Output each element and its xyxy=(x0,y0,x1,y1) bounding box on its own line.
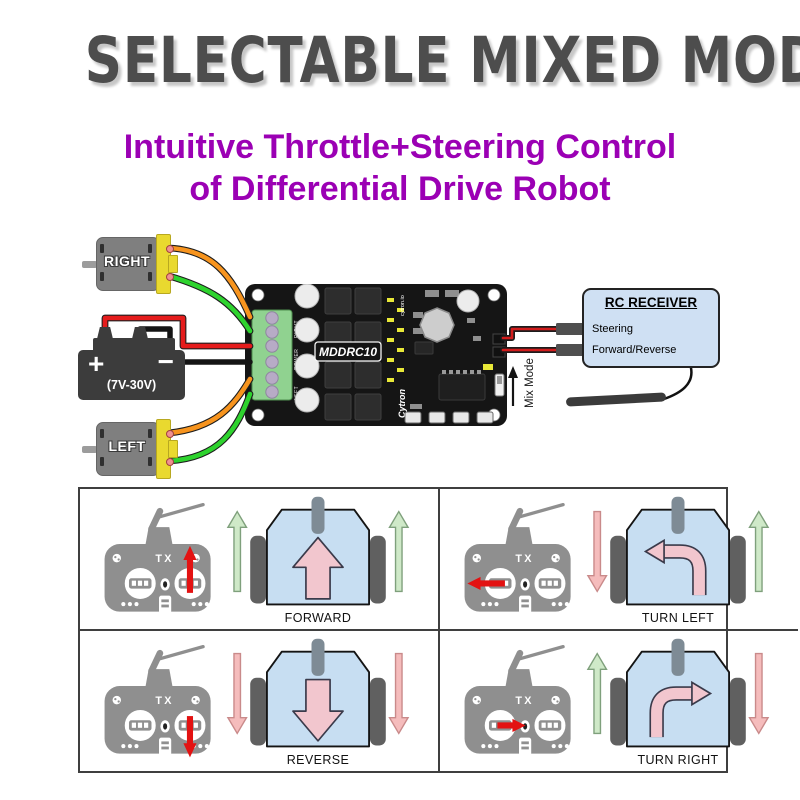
right-wheel-arrow-down-icon xyxy=(748,652,769,735)
motion-arrow-turn-left-icon xyxy=(643,538,707,596)
motor-terminal xyxy=(166,430,174,438)
inductor xyxy=(419,307,455,343)
subtitle-line-1: Intuitive Throttle+Steering Control xyxy=(123,128,677,166)
left-motor-label: LEFT xyxy=(108,438,146,454)
battery-icon: + − (7V-30V) xyxy=(78,326,186,402)
mix-mode-label: Mix Mode xyxy=(524,358,536,408)
mode-grid: TX FORWARD TX xyxy=(78,487,798,773)
mode-cell-reverse: TX REVERSE xyxy=(80,631,440,771)
motion-arrow-turn-right-icon xyxy=(649,680,713,738)
battery-minus-sign: − xyxy=(157,346,174,377)
mode-label-turn-right: TURN RIGHT xyxy=(637,753,719,767)
left-wheel-arrow-down-icon xyxy=(227,652,248,735)
receiver-connector-1 xyxy=(556,323,584,335)
dc-motor-left: LEFT xyxy=(82,419,178,479)
push-buttons xyxy=(404,411,494,424)
motor-terminal xyxy=(166,245,174,253)
board-brand: Cytron xyxy=(397,388,407,418)
rc-receiver: RC RECEIVER Steering Forward/Reverse xyxy=(582,288,720,368)
robot-icon xyxy=(587,637,769,748)
capacitor xyxy=(294,284,320,309)
transmitter-icon: TX xyxy=(458,641,580,763)
wire-left-motor-b-green xyxy=(166,391,253,464)
stick-arrow-down-icon xyxy=(183,716,197,758)
right-motor-label: RIGHT xyxy=(103,253,151,269)
subtitle-line-2: of Differential Drive Robot xyxy=(189,170,611,208)
battery-negative-terminal xyxy=(132,327,148,339)
page-subtitle: Intuitive Throttle+Steering Control of D… xyxy=(0,126,800,210)
left-wheel-arrow-up-icon xyxy=(587,652,608,735)
left-wheel-arrow-up-icon xyxy=(227,510,248,593)
right-wheel-arrow-up-icon xyxy=(748,510,769,593)
transmitter-icon: TX xyxy=(98,499,220,621)
receiver-connector-2 xyxy=(556,344,584,356)
stick-arrow-right-icon xyxy=(497,718,526,733)
battery-plus-sign: + xyxy=(88,348,105,379)
robot-icon xyxy=(587,495,769,606)
left-wheel-arrow-down-icon xyxy=(587,510,608,593)
motor-shaft xyxy=(82,446,97,453)
header: SELECTABLE MIXED MODE xyxy=(0,24,800,97)
transmitter-icon: TX xyxy=(458,499,580,621)
dc-motor-right: RIGHT xyxy=(82,234,178,294)
motor-shaft xyxy=(82,261,97,268)
tx-label: TX xyxy=(155,553,173,565)
board-site: cytron.io xyxy=(400,295,406,316)
mode-cell-forward: TX FORWARD xyxy=(80,489,440,631)
antenna-icon xyxy=(566,392,666,407)
right-wheel-arrow-up-icon xyxy=(388,510,409,593)
motor-terminal xyxy=(166,458,174,466)
mode-cell-turn-right: TX TURN RIGHT xyxy=(440,631,798,771)
microcontroller xyxy=(438,373,486,401)
receiver-channel-throttle: Forward/Reverse xyxy=(592,344,677,356)
page-title: SELECTABLE MIXED MODE xyxy=(84,24,800,97)
receiver-title: RC RECEIVER xyxy=(604,295,698,310)
receiver-channel-steering: Steering xyxy=(592,323,633,335)
battery-voltage: (7V-30V) xyxy=(106,378,157,392)
robot-icon xyxy=(227,495,409,606)
robot-icon xyxy=(227,637,409,748)
mode-label-forward: FORWARD xyxy=(284,611,352,625)
motor-terminal xyxy=(166,273,174,281)
wire-right-motor-a-orange xyxy=(166,245,253,320)
stick-arrow-left-icon xyxy=(467,576,505,591)
stick-arrow-up-icon xyxy=(183,545,197,593)
tx-label: TX xyxy=(155,695,173,707)
wire-left-motor-a-orange xyxy=(166,376,253,436)
wiring-diagram: RIGHT POWER LEFT xyxy=(0,222,800,488)
capacitor-small xyxy=(456,289,480,313)
wire-steering-signal xyxy=(501,327,562,340)
tx-label: TX xyxy=(515,553,533,565)
led-array xyxy=(387,298,493,382)
tx-label: TX xyxy=(515,695,533,707)
terminal-block xyxy=(251,309,293,401)
right-wheel-arrow-down-icon xyxy=(388,652,409,735)
wires-layer: Mix Mode xyxy=(101,244,693,465)
wire-battery-positive-red xyxy=(102,315,253,349)
battery-positive-terminal xyxy=(97,327,113,339)
antenna-wire xyxy=(662,366,693,401)
mode-cell-turn-left: TX TURN LEFT xyxy=(440,489,798,631)
transmitter-icon: TX xyxy=(98,641,220,763)
board-name: MDDRC10 xyxy=(319,345,377,359)
wire-right-motor-b-green xyxy=(166,273,253,334)
smd-components xyxy=(410,290,481,409)
motor-driver-board: RIGHT POWER LEFT xyxy=(245,284,507,426)
mode-label-turn-left: TURN LEFT xyxy=(641,611,715,625)
mode-label-reverse: REVERSE xyxy=(286,753,350,767)
